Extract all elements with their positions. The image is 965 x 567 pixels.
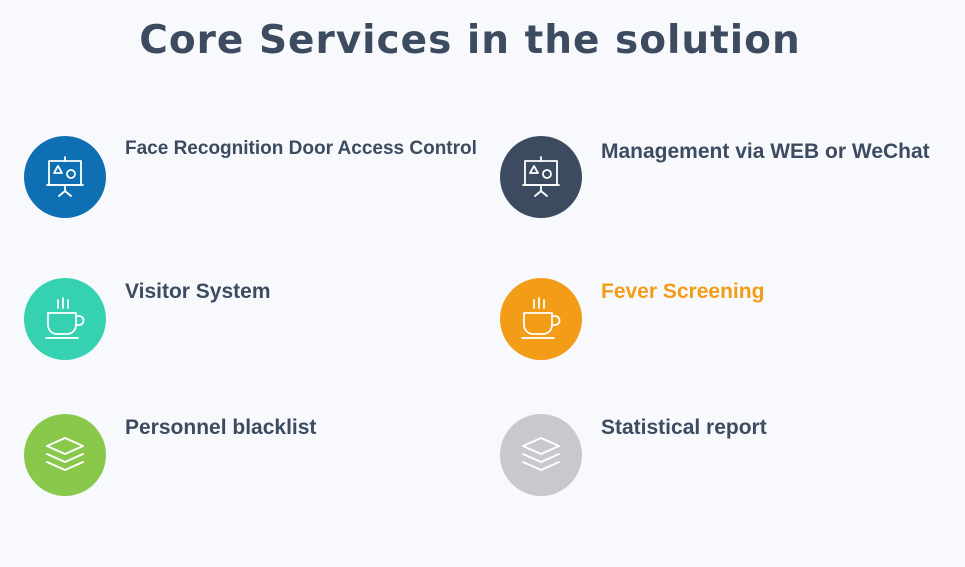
service-label: Statistical report bbox=[601, 416, 767, 439]
service-icon-circle bbox=[24, 136, 106, 218]
service-icon-circle bbox=[500, 414, 582, 496]
service-management[interactable]: Management via WEB or WeChat bbox=[500, 136, 960, 226]
presentation-board-icon bbox=[46, 156, 84, 197]
service-label: Face Recognition Door Access Control bbox=[125, 138, 477, 159]
service-fever-screening[interactable]: Fever Screening bbox=[500, 278, 960, 368]
service-icon-circle bbox=[24, 414, 106, 496]
service-statistical-report[interactable]: Statistical report bbox=[500, 414, 960, 504]
service-visitor-system[interactable]: Visitor System bbox=[24, 278, 484, 368]
presentation-board-icon bbox=[522, 156, 560, 197]
page-title: Core Services in the solution bbox=[139, 18, 801, 63]
service-label: Management via WEB or WeChat bbox=[601, 140, 930, 163]
service-personnel-blacklist[interactable]: Personnel blacklist bbox=[24, 414, 484, 504]
coffee-cup-icon bbox=[45, 297, 85, 339]
layers-icon bbox=[522, 437, 560, 471]
service-icon-circle bbox=[500, 278, 582, 360]
service-face-recognition[interactable]: Face Recognition Door Access Control bbox=[24, 136, 484, 226]
service-icon-circle bbox=[24, 278, 106, 360]
layers-icon bbox=[46, 437, 84, 471]
service-label: Visitor System bbox=[125, 280, 271, 303]
service-label: Personnel blacklist bbox=[125, 416, 317, 439]
service-label: Fever Screening bbox=[601, 280, 765, 303]
coffee-cup-icon bbox=[521, 297, 561, 339]
service-icon-circle bbox=[500, 136, 582, 218]
